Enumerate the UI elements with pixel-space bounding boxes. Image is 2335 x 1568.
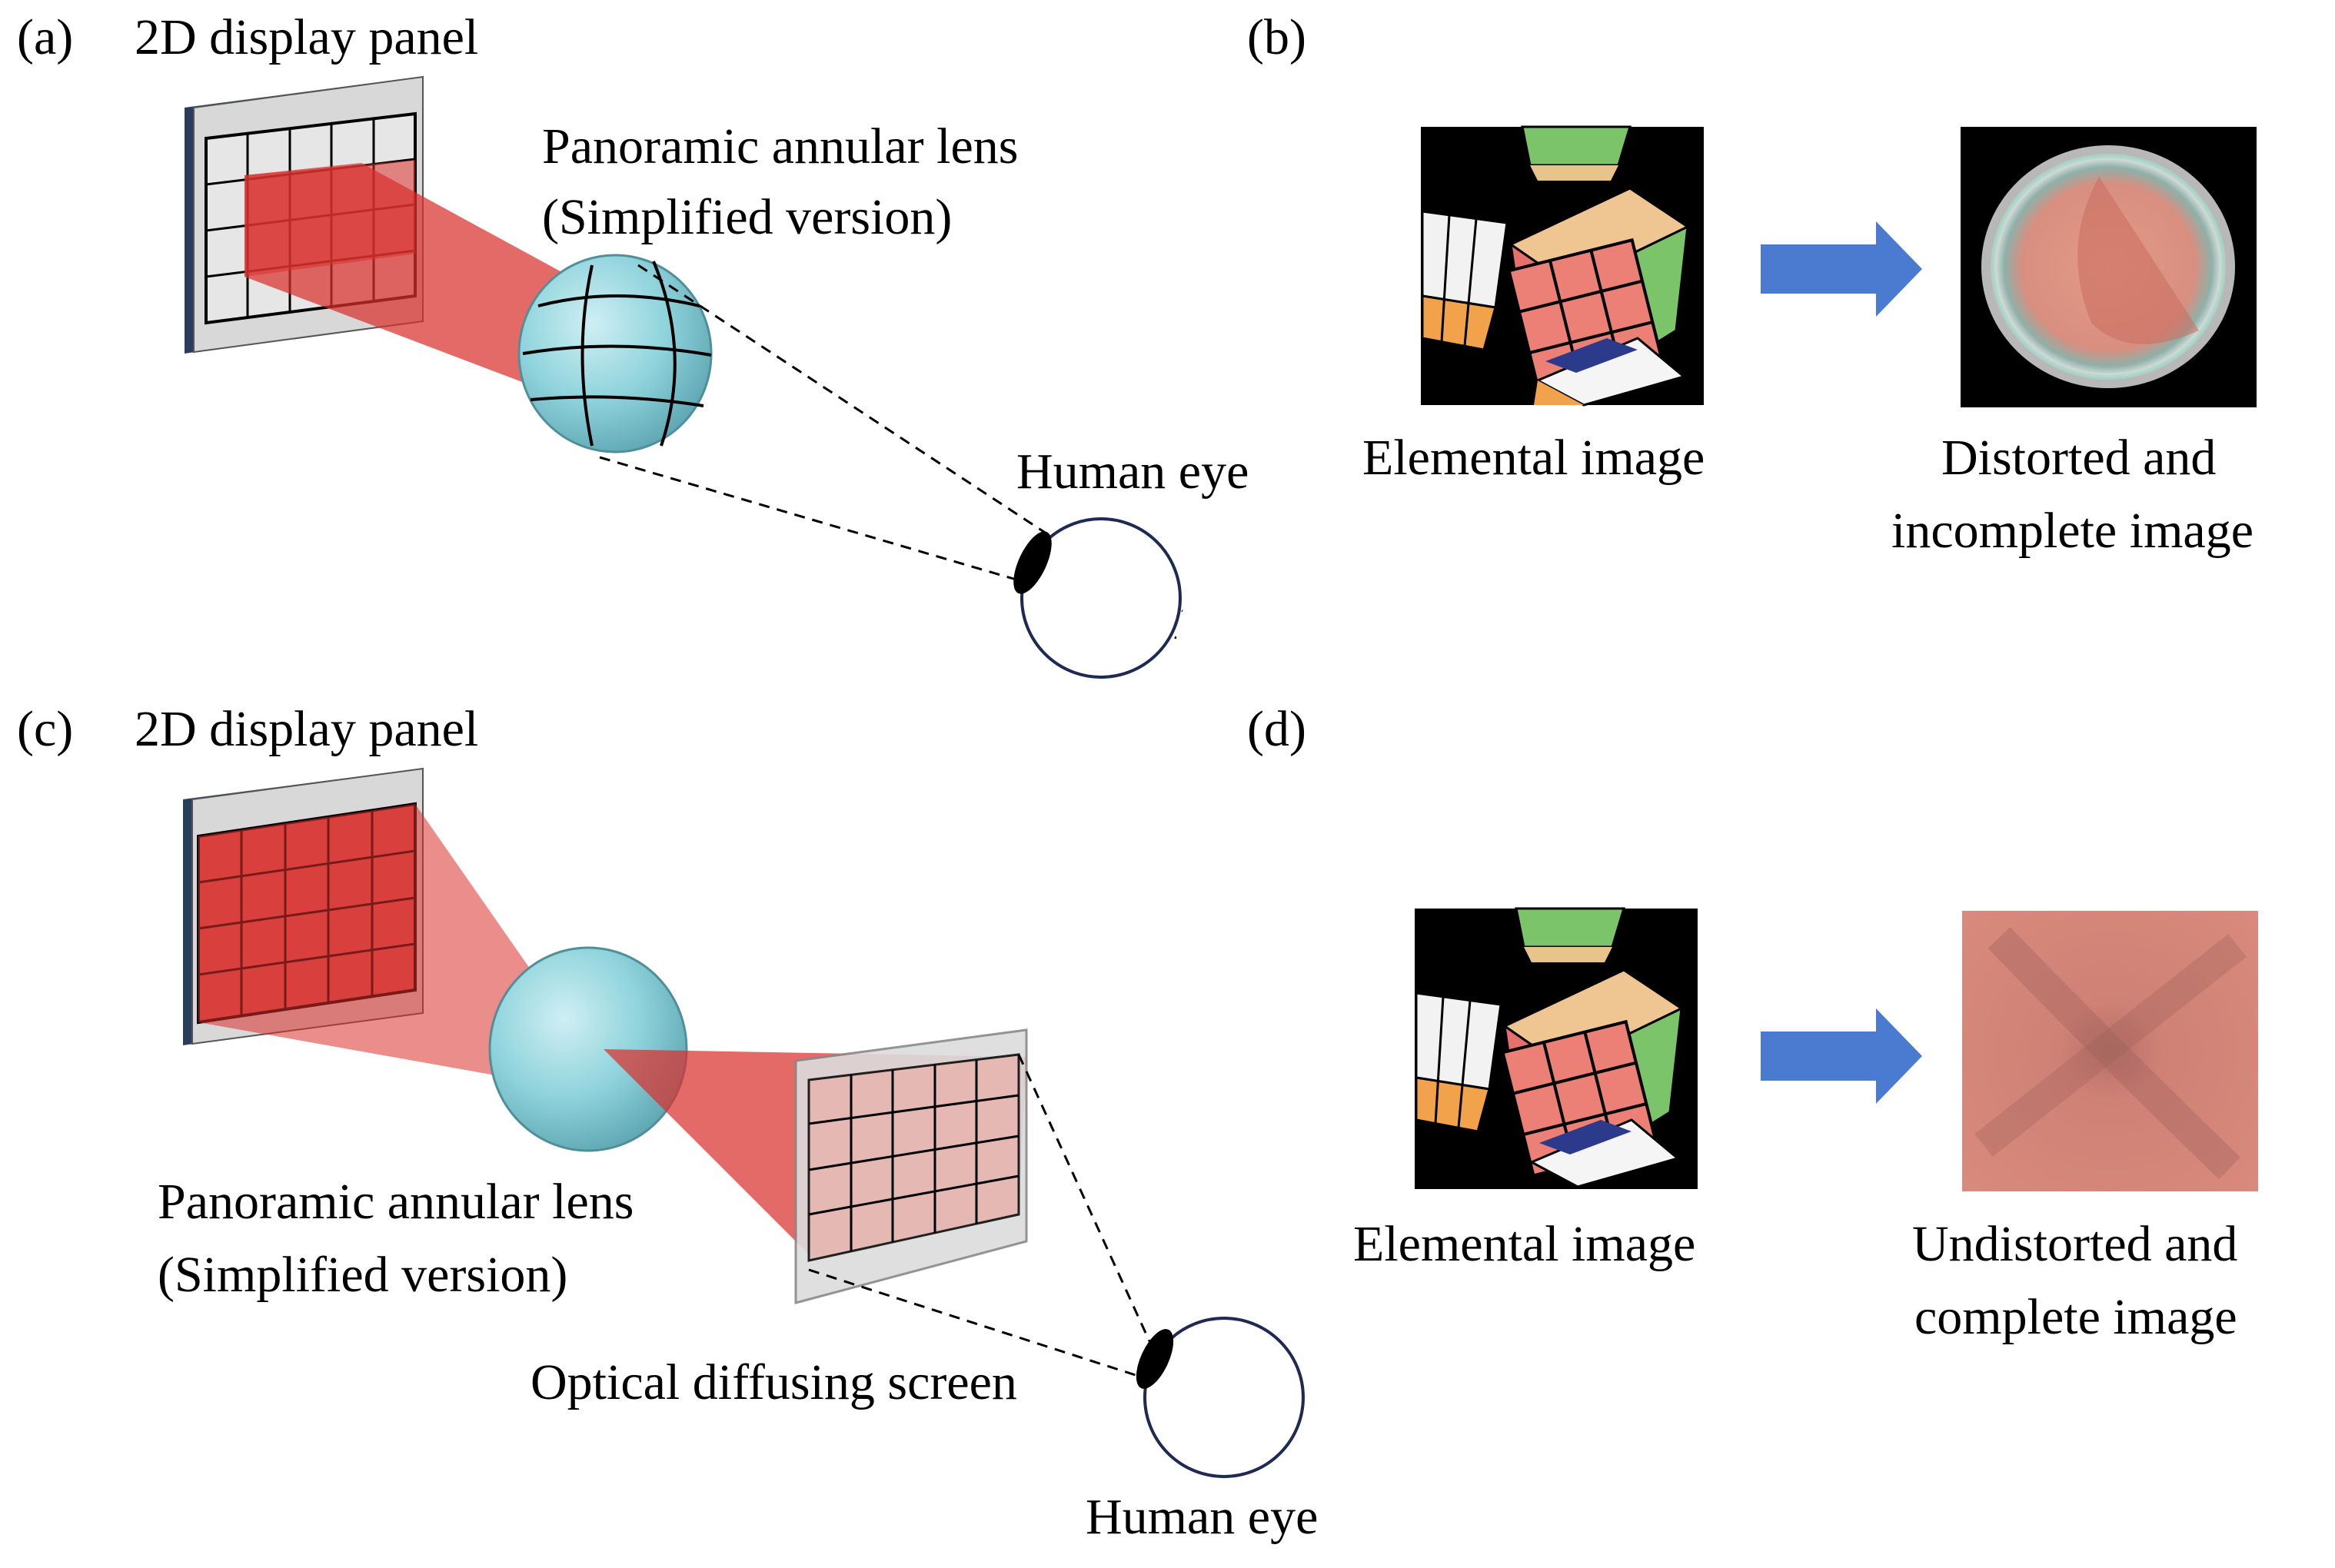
- lens-label-c-line1: Panoramic annular lens: [158, 1174, 634, 1230]
- undistorted-image-d: [1962, 911, 2258, 1191]
- eye-label-a: Human eye: [1016, 443, 1249, 500]
- transform-arrow-d: [1761, 1008, 1922, 1104]
- lens-label-a-line2: (Simplified version): [542, 189, 952, 245]
- panel-d-letter: (d): [1247, 701, 1306, 757]
- elemental-image-b: [1421, 125, 1704, 407]
- panel-b: (b): [1247, 9, 2257, 559]
- panoramic-lens-a: [517, 254, 713, 453]
- panel-a: (a) 2D display panel: [17, 9, 1249, 679]
- distorted-caption-b-line2: incomplete image: [1891, 503, 2254, 559]
- panel-c-display-label: 2D display panel: [135, 701, 478, 757]
- distorted-caption-b-line1: Distorted and: [1941, 430, 2216, 486]
- human-eye-c: [1136, 1317, 1305, 1478]
- transform-arrow-b: [1761, 221, 1922, 317]
- distorted-image-b: [1961, 127, 2257, 407]
- undistorted-caption-d-line2: complete image: [1914, 1289, 2237, 1345]
- panel-c-letter: (c): [17, 701, 73, 757]
- light-beam-a: [244, 163, 584, 400]
- panel-d: (d) Elemental image: [1247, 701, 2258, 1345]
- lens-label-a-line1: Panoramic annular lens: [542, 118, 1018, 174]
- diffusing-screen-c: [794, 1028, 1028, 1304]
- screen-label-c: Optical diffusing screen: [531, 1354, 1017, 1410]
- eye-label-c: Human eye: [1086, 1489, 1318, 1545]
- undistorted-caption-d-line1: Undistorted and: [1912, 1216, 2237, 1272]
- screen-grid-c: [808, 1060, 1019, 1251]
- light-beam-c-1: [198, 804, 546, 1076]
- elemental-caption-b: Elemental image: [1362, 430, 1705, 486]
- human-eye-a: [1013, 517, 1182, 679]
- panel-c: (c) 2D display panel: [17, 701, 1318, 1545]
- lens-label-c-line2: (Simplified version): [158, 1247, 567, 1303]
- panel-a-display-label: 2D display panel: [135, 9, 478, 65]
- panoramic-lens-c: [488, 946, 688, 1152]
- elemental-image-d: [1415, 907, 1698, 1189]
- elemental-caption-d: Elemental image: [1353, 1216, 1695, 1272]
- panel-b-letter: (b): [1247, 9, 1306, 65]
- panel-a-letter: (a): [17, 9, 73, 65]
